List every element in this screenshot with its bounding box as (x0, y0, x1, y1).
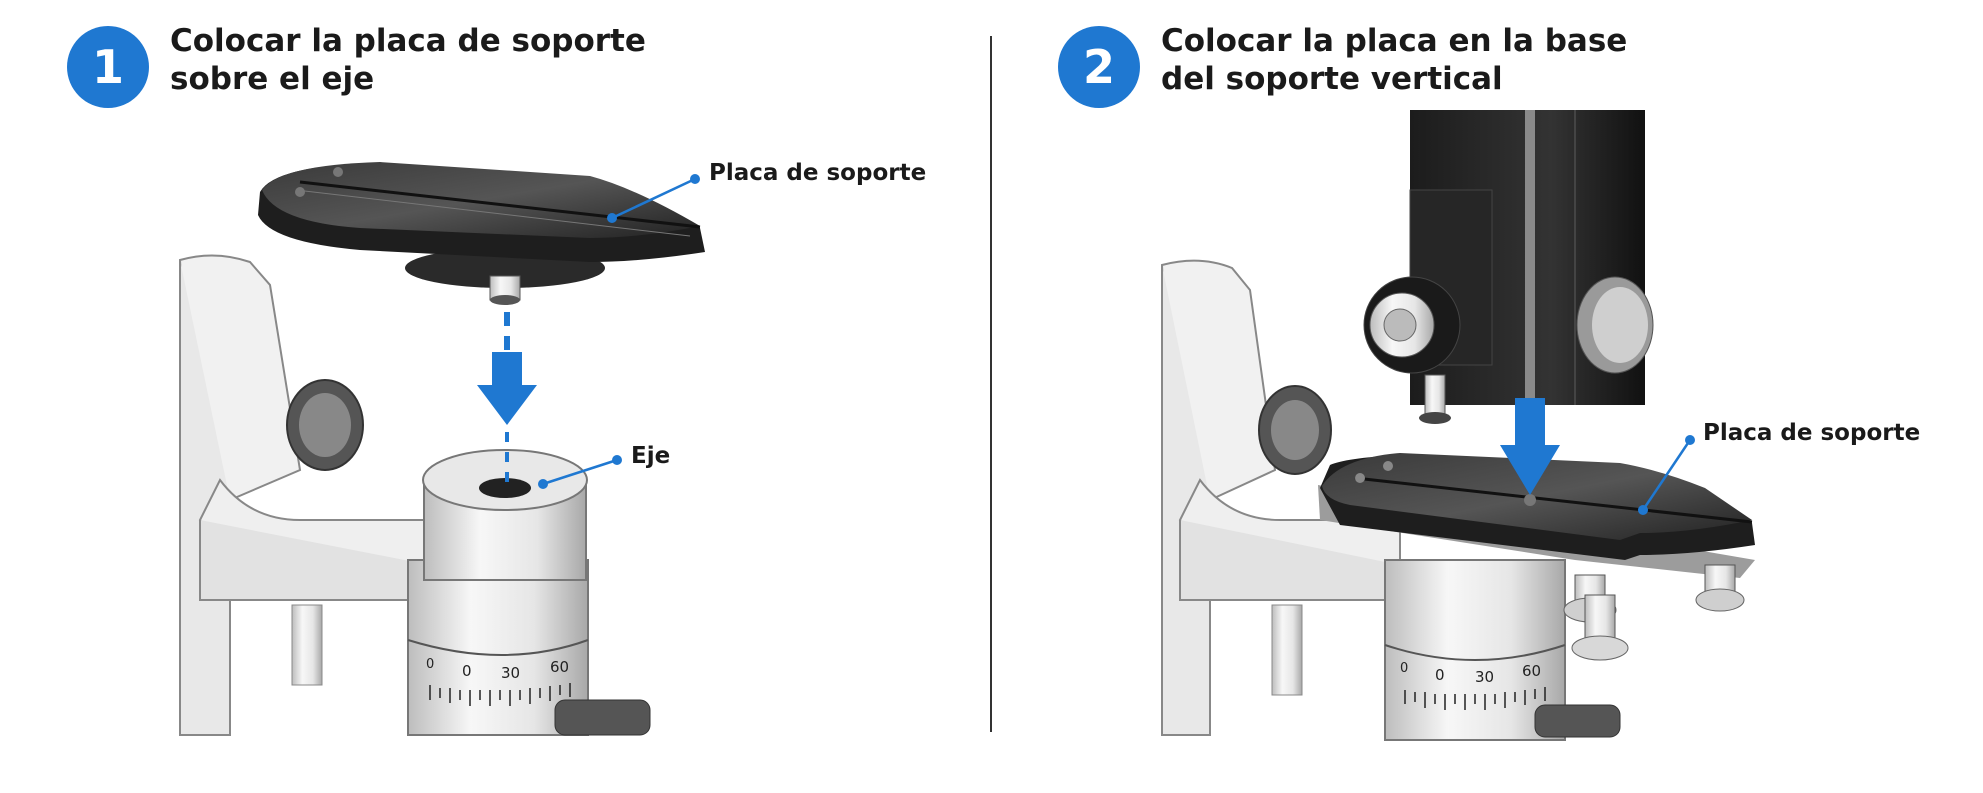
scale2-tick-0a: 0 (1400, 661, 1408, 676)
panel-divider (990, 36, 992, 732)
scale2-tick-60: 60 (1522, 662, 1541, 680)
scale-ticks-marks-1 (429, 683, 571, 706)
step-2-title-line-1: Colocar la placa en la base (1161, 23, 1628, 59)
step-1-number: 1 (91, 40, 124, 94)
microscope-stand-1 (178, 254, 431, 736)
down-arrow-1 (477, 312, 537, 485)
scale2-tick-30: 30 (1475, 668, 1494, 686)
callout-label-axis: Eje (631, 443, 671, 469)
scale-tick-0a: 0 (426, 657, 434, 672)
axis-column-2: 0 0 30 60 (1384, 559, 1621, 741)
axis-column-1 (407, 449, 589, 736)
scale-tick-60: 60 (550, 658, 569, 676)
step-1-number-badge: 1 (67, 26, 149, 108)
axis-scale-1: 0 0 30 60 (426, 657, 651, 736)
callout-leader-plate-1 (607, 174, 700, 223)
support-plate-1 (258, 162, 705, 305)
scale-tick-30: 30 (501, 664, 520, 682)
vertical-stand-block (1363, 110, 1654, 424)
step-2-title: Colocar la placa en la base del soporte … (1161, 22, 1627, 98)
step-2-number: 2 (1082, 40, 1115, 94)
step-1-title: Colocar la placa de soporte sobre el eje (170, 22, 646, 98)
callout-leader-axis-1 (538, 455, 622, 489)
callout-label-plate-1: Placa de soporte (709, 160, 927, 186)
scale2-tick-0b: 0 (1435, 666, 1445, 684)
scale-tick-0b: 0 (462, 662, 472, 680)
step-2-title-line-2: del soporte vertical (1161, 61, 1503, 97)
step-1-title-line-1: Colocar la placa de soporte (170, 23, 646, 59)
down-arrow-2 (1500, 398, 1560, 495)
support-plate-2 (1318, 453, 1755, 661)
step-2-number-badge: 2 (1058, 26, 1140, 108)
callout-label-plate-2: Placa de soporte (1703, 420, 1921, 446)
step-1-title-line-2: sobre el eje (170, 61, 375, 97)
microscope-stand-2 (1160, 259, 1401, 736)
callout-leader-plate-2 (1638, 435, 1695, 515)
